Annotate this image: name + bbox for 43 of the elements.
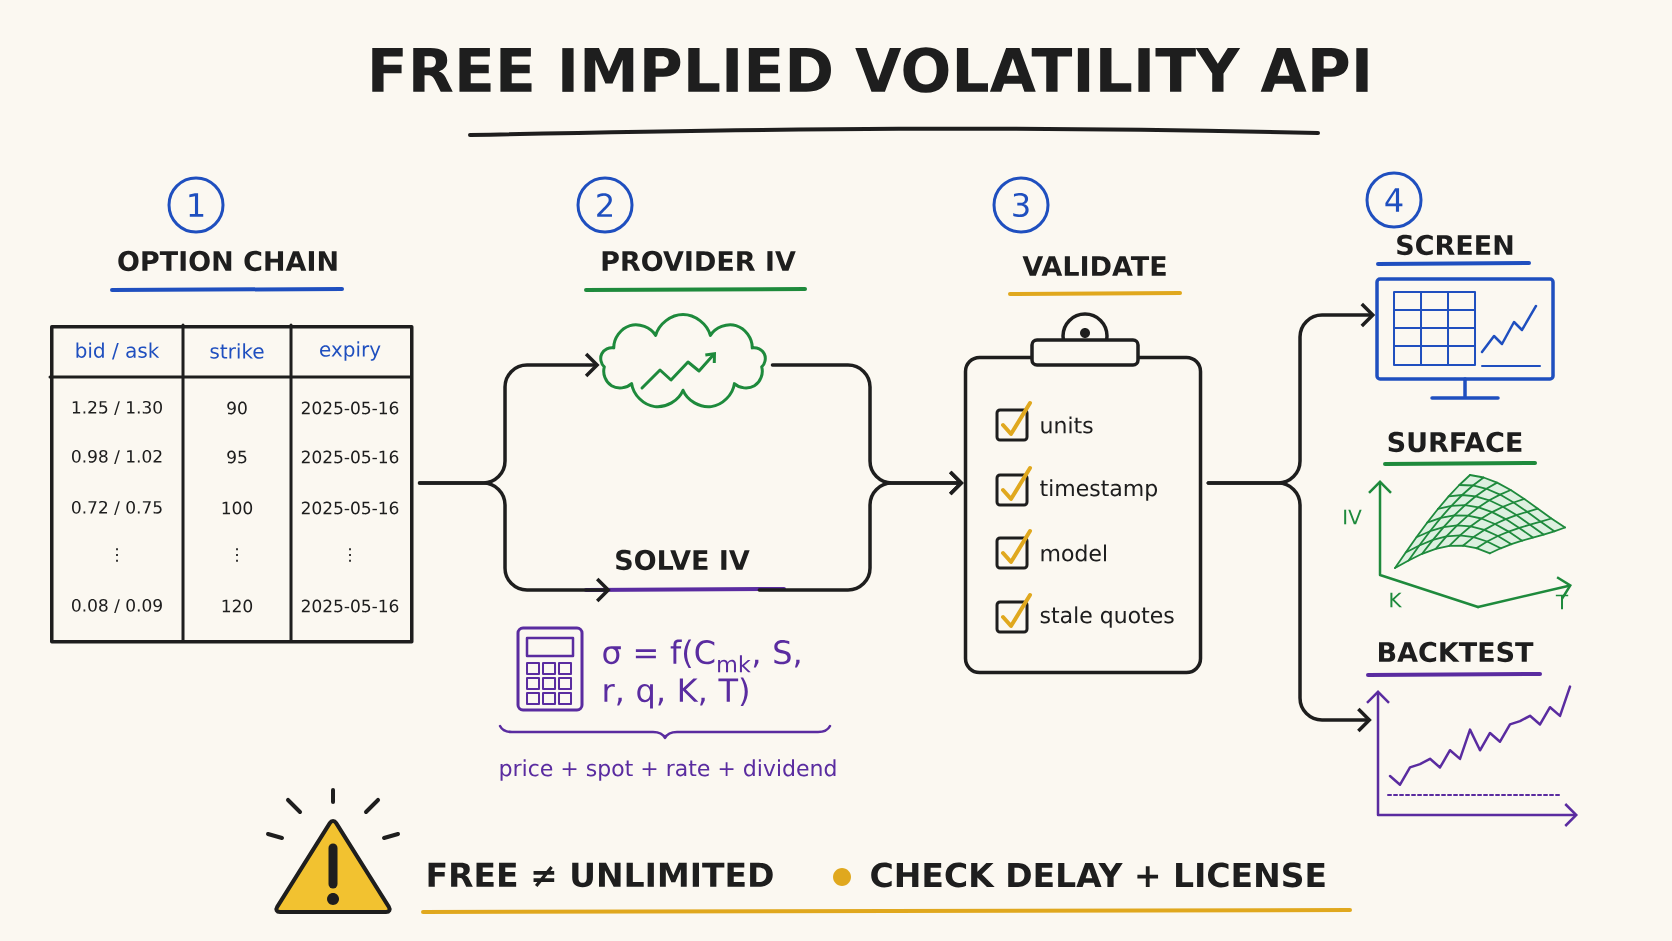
- heading: BACKTEST: [1379, 641, 1534, 663]
- table-cell: 2025-05-16: [301, 450, 399, 464]
- heading: SOLVE IV: [616, 549, 750, 571]
- table-cell: ⋮: [236, 548, 238, 562]
- arrow: [417, 481, 611, 603]
- arrow: [757, 470, 964, 592]
- note: CHECK DELAY + LICENSE: [871, 862, 1325, 888]
- table-cell: 120: [222, 599, 253, 613]
- table-cell: 2025-05-16: [301, 401, 399, 415]
- heading: VALIDATE: [1022, 256, 1166, 276]
- brace-label: price + spot + rate + dividend: [500, 759, 836, 781]
- note: FREE ≠ UNLIMITED: [428, 862, 773, 888]
- heading: OPTION CHAIN: [118, 250, 337, 272]
- table-header: strike: [210, 343, 264, 359]
- table-cell: 0.08 / 0.09: [72, 598, 162, 614]
- checklist-item: timestamp: [995, 466, 1157, 507]
- table-cell: 95: [227, 450, 247, 464]
- checklist-item: units: [995, 401, 1093, 442]
- title: FREE IMPLIED VOLATILITY API: [372, 47, 1368, 93]
- table-cell: 2025-05-16: [301, 501, 399, 515]
- heading: PROVIDER IV: [602, 250, 796, 272]
- table-cell: 100: [222, 501, 253, 515]
- table-cell: 1.25 / 1.30: [72, 400, 162, 416]
- table-cell: ⋮: [349, 548, 351, 562]
- formula: σ = f(C$_{mk}$, S, r, q, K, T): [603, 639, 800, 709]
- axis-label: K: [1390, 592, 1402, 608]
- table-cell: 90: [227, 401, 247, 415]
- axis-label: IV: [1344, 509, 1362, 525]
- arrow: [1206, 481, 1372, 733]
- table-header: expiry: [320, 341, 381, 361]
- table-cell: 0.98 / 1.02: [72, 449, 162, 465]
- table-cell: 2025-05-16: [301, 599, 399, 613]
- checklist-item: stale quotes: [995, 593, 1174, 634]
- checklist-item: model: [995, 529, 1106, 570]
- table-cell: ⋮: [116, 548, 118, 562]
- step-number: 4: [1365, 171, 1423, 229]
- heading: SURFACE: [1388, 431, 1522, 453]
- table-header: bid / ask: [76, 342, 160, 360]
- heading: SCREEN: [1397, 234, 1513, 256]
- step-number: 1: [167, 176, 225, 234]
- step-number: 2: [576, 176, 634, 234]
- table-cell: 0.72 / 0.75: [72, 500, 162, 516]
- step-number: 3: [992, 176, 1050, 234]
